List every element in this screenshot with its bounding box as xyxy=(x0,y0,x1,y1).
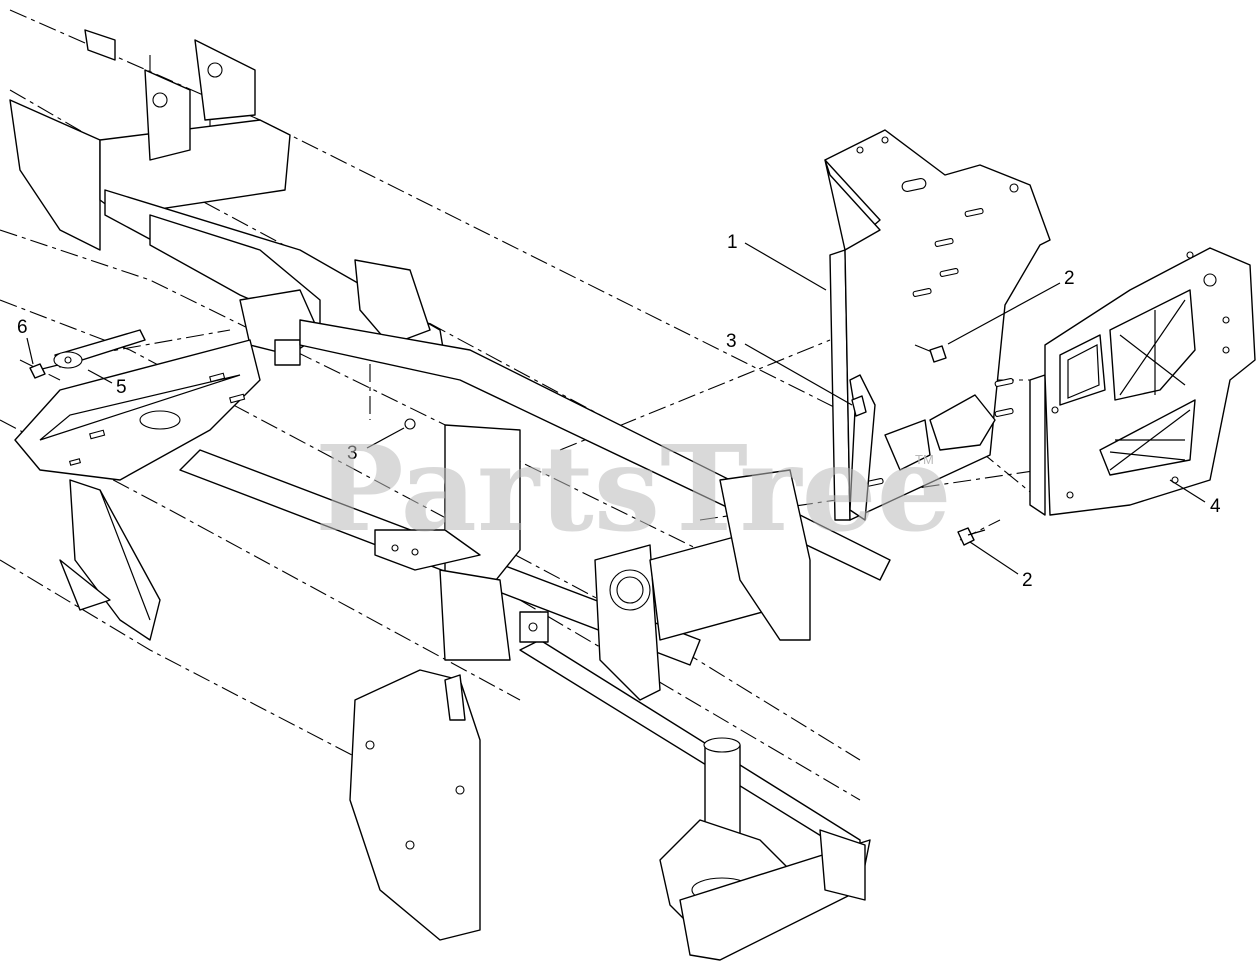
callout-6: 6 xyxy=(17,317,28,338)
callouts: 1 2 3 4 2 5 6 3 xyxy=(17,232,1221,591)
callout-2-upper: 2 xyxy=(1064,268,1075,289)
callout-2-lower: 2 xyxy=(1022,570,1033,591)
pivot-pin xyxy=(53,329,146,369)
callout-1: 1 xyxy=(727,232,738,253)
cover-plate xyxy=(1029,247,1256,516)
bolt-upper xyxy=(914,344,947,363)
callout-5: 5 xyxy=(116,377,127,398)
mounting-plate xyxy=(824,129,1051,521)
callout-3-plate: 3 xyxy=(726,331,737,352)
watermark-logo: PartsTree TM xyxy=(315,419,952,558)
svg-text:PartsTree: PartsTree xyxy=(315,419,952,558)
callout-4: 4 xyxy=(1210,496,1221,517)
bolt-lower xyxy=(957,527,986,546)
leader-lines xyxy=(26,242,1206,575)
bolt-small xyxy=(29,363,59,379)
svg-text:TM: TM xyxy=(915,452,934,467)
main-frame xyxy=(9,29,891,961)
nut-plate xyxy=(849,374,876,521)
callout-3-frame: 3 xyxy=(347,443,358,464)
